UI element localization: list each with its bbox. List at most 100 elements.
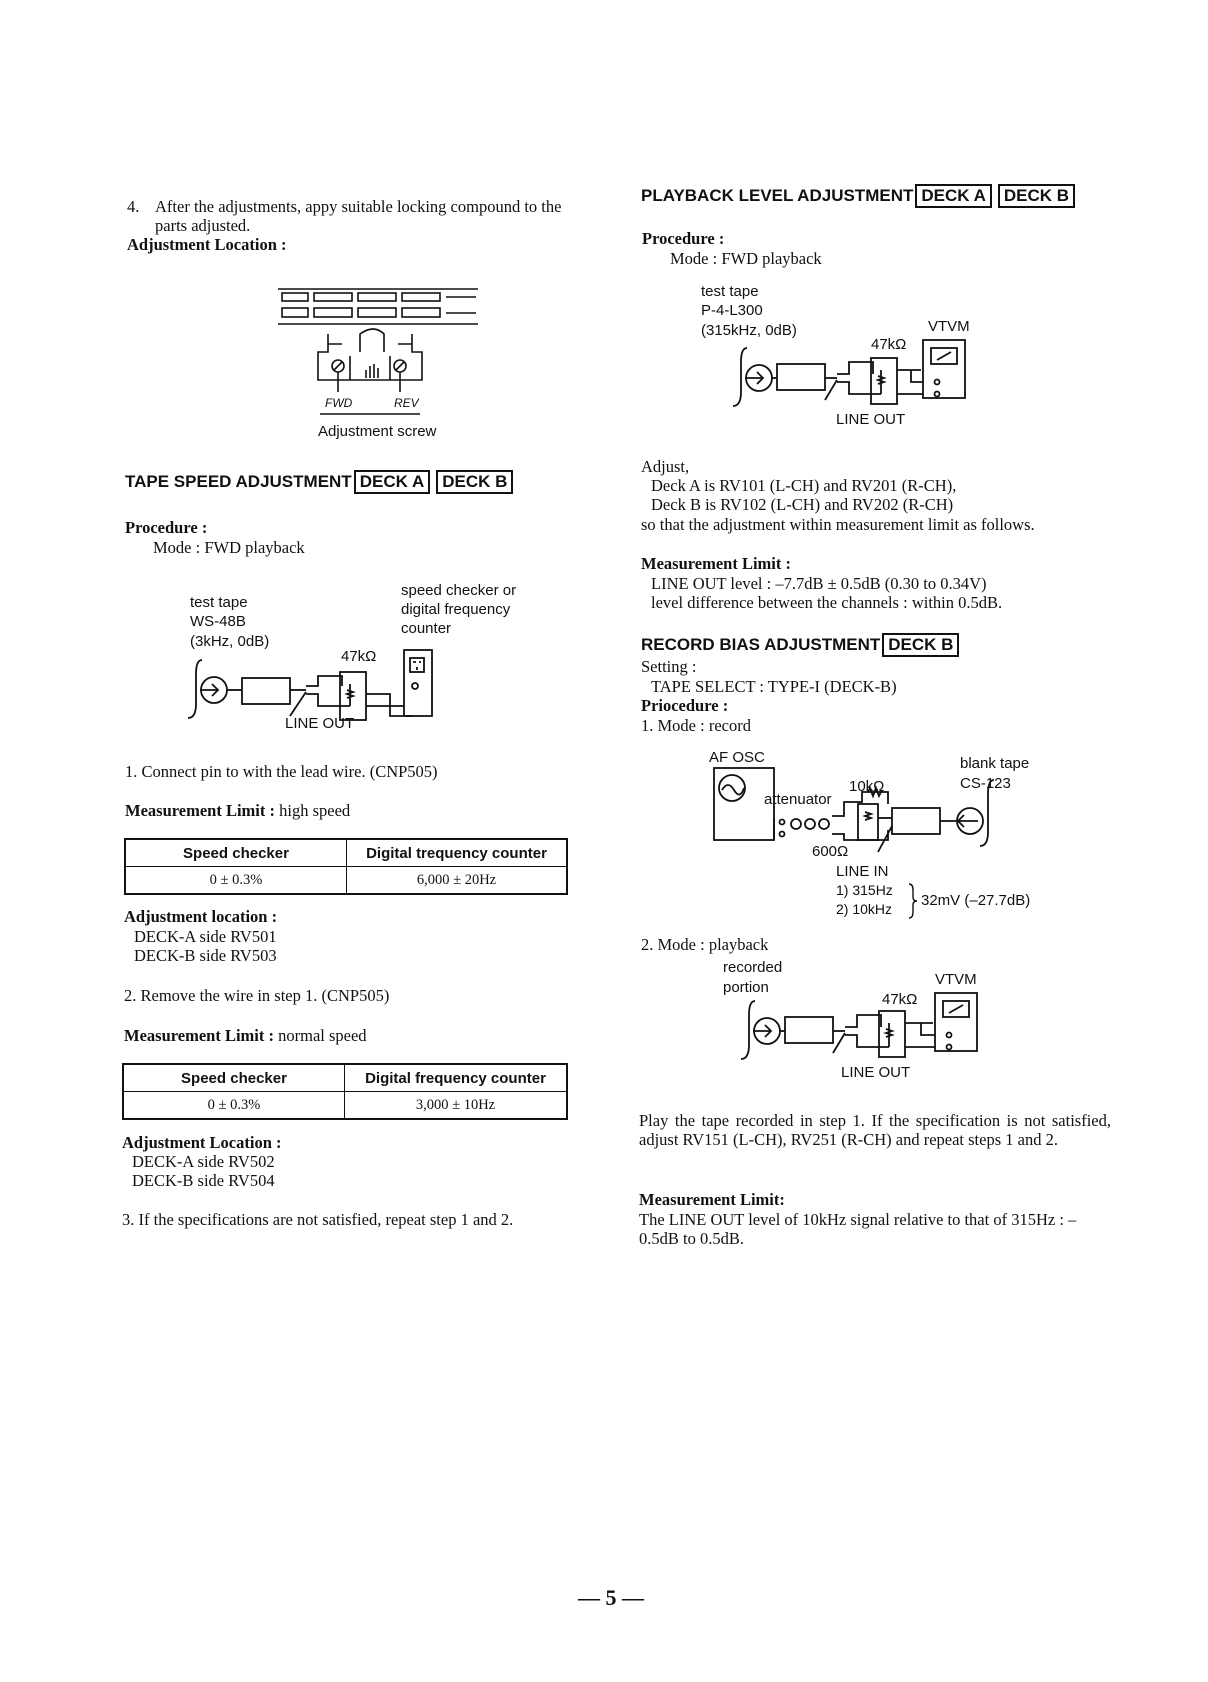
playback-level-title: PLAYBACK LEVEL ADJUSTMENT [641,186,914,205]
table-row: 0 ± 0.3% 6,000 ± 20Hz [124,866,568,895]
record-bias-title: RECORD BIAS ADJUSTMENT [641,635,881,654]
test-tape-label: test tape [190,594,248,611]
measurement-limit-1-value: high speed [279,801,351,820]
ohm600-label: 600Ω [812,843,849,860]
tape-spec-label: (3kHz, 0dB) [190,633,270,650]
step4-text: After the adjustments, appy suitable loc… [155,197,562,235]
table-header: Digital frequency counter [344,1063,568,1092]
adjustment-location-1-heading: Adjustment location : [124,907,278,926]
line-out-label: LINE OUT [285,715,355,732]
freq1-label: 1) 315Hz [836,882,893,898]
adjustment-location-1-line: DECK-B side RV503 [134,946,277,965]
adjustment-location-2-heading: Adjustment Location : [122,1133,282,1152]
deck-a-badge: DECK A [353,470,431,494]
tape-name-label: P-4-L300 [701,302,763,319]
tape-speed-title: TAPE SPEED ADJUSTMENT [125,472,352,491]
deck-b-badge: DECK B [882,633,960,657]
test-tape-label: test tape [701,283,759,300]
adjust-line: Adjust, [641,457,690,476]
resistor-label: 47kΩ [871,336,907,353]
procedure-heading: Priocedure : [641,696,729,715]
tape-name-label: CS-123 [960,775,1011,792]
mode-text: Mode : FWD playback [670,249,822,268]
procedure-heading: Procedure : [642,229,725,248]
setting-heading: Setting : [641,657,697,676]
adjust-line: Deck B is RV102 (L-CH) and RV202 (R-CH) [651,495,954,514]
table-cell: 6,000 ± 20Hz [346,866,568,895]
step3-text: 3. If the specifications are not satisfi… [122,1210,514,1229]
table-cell: 0 ± 0.3% [122,1091,345,1120]
table-cell: 3,000 ± 10Hz [344,1091,568,1120]
step4-number: 4. [127,197,140,216]
checker-label-2: digital frequency [401,601,511,618]
checker-label-1: speed checker or [401,582,517,599]
table-header-row: Speed checker Digital frequency counter [122,1063,568,1092]
checker-label-3: counter [401,620,452,637]
resistor-label: 47kΩ [341,648,377,665]
table-header-row: Speed checker Digital trequency counter [124,838,568,867]
setting-value: TAPE SELECT : TYPE-I (DECK-B) [651,677,897,696]
deck-a-badge: DECK A [915,184,992,208]
tape-name-label: WS-48B [190,613,246,630]
procedure-heading: Procedure : [125,518,208,537]
step2-text: 2. Remove the wire in step 1. (CNP505) [124,986,390,1005]
freq2-label: 2) 10kHz [836,901,893,917]
adjustment-location-2-line: DECK-A side RV502 [132,1152,275,1171]
play-instructions: Play the tape recorded in step 1. If the… [639,1111,1111,1149]
spec-table-normal-speed: Speed checker Digital frequency counter … [122,1063,568,1120]
measurement-limit-2-value: normal speed [278,1026,367,1045]
fwd-label: FWD [325,396,353,410]
mode1-text: 1. Mode : record [641,716,751,735]
measurement-limit-heading: Measurement Limit: [639,1190,785,1209]
portion-label: portion [723,979,769,996]
adjust-line: so that the adjustment within measuremen… [641,515,1035,534]
measurement-limit-line: LINE OUT level : –7.7dB ± 0.5dB (0.30 to… [651,574,987,593]
deck-b-badge: DECK B [997,184,1076,208]
spec-table-high-speed: Speed checker Digital trequency counter … [124,838,568,895]
page-number: — 5 — [578,1585,644,1610]
rev-label: REV [394,396,419,410]
line-in-label: LINE IN [836,863,889,880]
mode-text: Mode : FWD playback [153,538,305,557]
measurement-limit-text: The LINE OUT level of 10kHz signal relat… [639,1210,1077,1248]
table-header: Speed checker [122,1063,345,1092]
record-playback-diagram [740,992,978,1060]
vtvm-label: VTVM [935,971,977,988]
measurement-limit-1: Measurement Limit : high speed [125,801,350,820]
tape-speed-diagram [187,649,433,721]
attenuator-label: attenuator [764,791,832,808]
step1-text: 1. Connect pin to with the lead wire. (C… [125,762,438,781]
adjust-line: Deck A is RV101 (L-CH) and RV201 (R-CH), [651,476,957,495]
af-osc-label: AF OSC [709,749,765,766]
measurement-limit-1-label: Measurement Limit : [125,801,275,820]
record-bias-diagram [713,767,995,853]
recorded-label: recorded [723,959,783,976]
table-header: Speed checker [124,838,347,867]
brace-icon [908,883,918,919]
table-row: 0 ± 0.3% 3,000 ± 10Hz [122,1091,568,1120]
measurement-limit-2: Measurement Limit : normal speed [124,1026,367,1045]
deck-b-badge: DECK B [436,470,514,494]
measurement-limit-2-label: Measurement Limit : [124,1026,274,1045]
mode2-text: 2. Mode : playback [641,935,769,954]
level-label: 32mV (–27.7dB) [921,892,1031,909]
measurement-limit-heading: Measurement Limit : [641,554,791,573]
measurement-limit-line: level difference between the channels : … [651,593,1003,612]
table-header: Digital trequency counter [346,838,568,867]
vtvm-label: VTVM [928,318,970,335]
adjustment-location-1-line: DECK-A side RV501 [134,927,277,946]
adjustment-screw-figure [278,288,478,415]
adjustment-screw-caption: Adjustment screw [318,423,437,440]
line-out-label: LINE OUT [836,411,906,428]
blank-tape-label: blank tape [960,755,1030,772]
line-out-label: LINE OUT [841,1064,911,1081]
adjustment-location-heading: Adjustment Location : [127,235,287,254]
resistor-label: 47kΩ [882,991,918,1008]
table-cell: 0 ± 0.3% [124,866,347,895]
adjustment-location-2-line: DECK-B side RV504 [132,1171,275,1190]
tape-spec-label: (315kHz, 0dB) [701,322,797,339]
playback-level-diagram [732,339,966,407]
